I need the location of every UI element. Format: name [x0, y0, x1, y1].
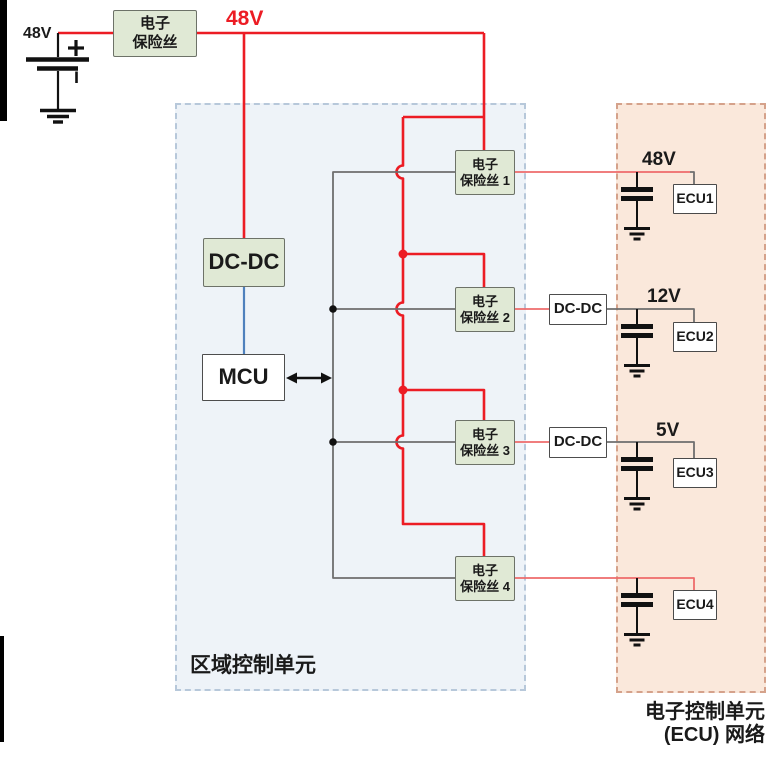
ecu1-label: ECU1	[676, 190, 714, 207]
dcdc-converter-5v-label: DC-DC	[553, 433, 603, 451]
capacitor-icon-row1	[621, 172, 653, 241]
left-edge-bar-bottom	[0, 636, 4, 742]
ground-icon-row3	[624, 497, 650, 511]
efuse4-box: 电子 保险丝 4	[455, 556, 515, 601]
left-edge-bar-top	[0, 0, 7, 121]
main-efuse-box: 电子 保险丝	[113, 10, 197, 57]
bus-48v-label: 48V	[226, 7, 264, 30]
wire-5v-rail	[607, 441, 695, 459]
junction-dot-red-1	[398, 249, 408, 259]
efuse2-label-line1: 电子	[471, 293, 498, 309]
mcu-box: MCU	[202, 354, 285, 401]
zone-dcdc-box: DC-DC	[203, 238, 285, 287]
ecu-network-label-line2: (ECU) 网络	[663, 724, 765, 746]
junction-dot-black-2	[329, 438, 337, 446]
dcdc-converter-12v-box: DC-DC	[549, 294, 607, 325]
ecu4-label: ECU4	[676, 596, 714, 613]
wire-mcu-bus	[332, 171, 455, 579]
ecu1-box: ECU1	[673, 184, 717, 214]
ground-icon-row4	[624, 633, 650, 647]
wire-ecu1-drop	[690, 171, 695, 185]
ground-icon-battery	[40, 108, 76, 124]
mcu-label: MCU	[218, 364, 269, 390]
efuse4-label-line2: 保险丝 4	[460, 578, 510, 594]
efuse1-label-line1: 电子	[471, 156, 498, 172]
bidirectional-arrow-icon	[286, 372, 332, 384]
dcdc-converter-5v-box: DC-DC	[549, 427, 607, 458]
ecu4-box: ECU4	[673, 590, 717, 620]
efuse4-label-line1: 电子	[471, 562, 498, 578]
ground-icon-row1	[624, 227, 650, 241]
efuse1-label-line2: 保险丝 1	[460, 172, 510, 188]
efuse3-box: 电子 保险丝 3	[455, 420, 515, 465]
rail-5v-label: 5V	[656, 420, 680, 441]
wire-fuse4-out	[515, 577, 695, 591]
wire-48v-red	[58, 31, 486, 558]
ecu3-label: ECU3	[676, 464, 714, 481]
main-efuse-label-line2: 保险丝	[132, 33, 178, 51]
efuse3-label-line2: 保险丝 3	[460, 442, 510, 458]
zone-control-unit-label: 区域控制单元	[190, 654, 316, 677]
plus-sign	[68, 40, 84, 56]
main-efuse-label-line1: 电子	[139, 15, 170, 33]
rail-12v-label: 12V	[647, 286, 681, 307]
battery-voltage-label: 48V	[23, 25, 52, 42]
wire-12v-rail	[607, 308, 695, 323]
wire-branch-fuse3	[403, 388, 486, 424]
capacitor-icon-row4	[621, 578, 653, 647]
junction-dot-red-2	[398, 385, 408, 395]
battery-icon	[26, 33, 89, 124]
rail-48v-label: 48V	[642, 149, 676, 170]
ecu2-label: ECU2	[676, 328, 714, 345]
wire-branch-fuse2	[403, 252, 486, 289]
efuse2-label-line2: 保险丝 2	[460, 309, 510, 325]
capacitor-icon-row3	[621, 442, 653, 511]
ecu-network-label: 电子控制单元 (ECU) 网络	[580, 701, 765, 747]
wire-fuse-outputs	[515, 171, 695, 591]
efuse2-box: 电子 保险丝 2	[455, 287, 515, 332]
ground-icon-row2	[624, 364, 650, 378]
dcdc-converter-12v-label: DC-DC	[553, 300, 603, 318]
efuse1-box: 电子 保险丝 1	[455, 150, 515, 195]
efuse3-label-line1: 电子	[471, 426, 498, 442]
junction-dot-black-1	[329, 305, 337, 313]
ecu-network-label-line1: 电子控制单元	[645, 701, 765, 723]
capacitor-icon-row2	[621, 309, 653, 378]
ecu3-box: ECU3	[673, 458, 717, 488]
zone-dcdc-label: DC-DC	[208, 249, 280, 275]
ecu2-box: ECU2	[673, 322, 717, 352]
